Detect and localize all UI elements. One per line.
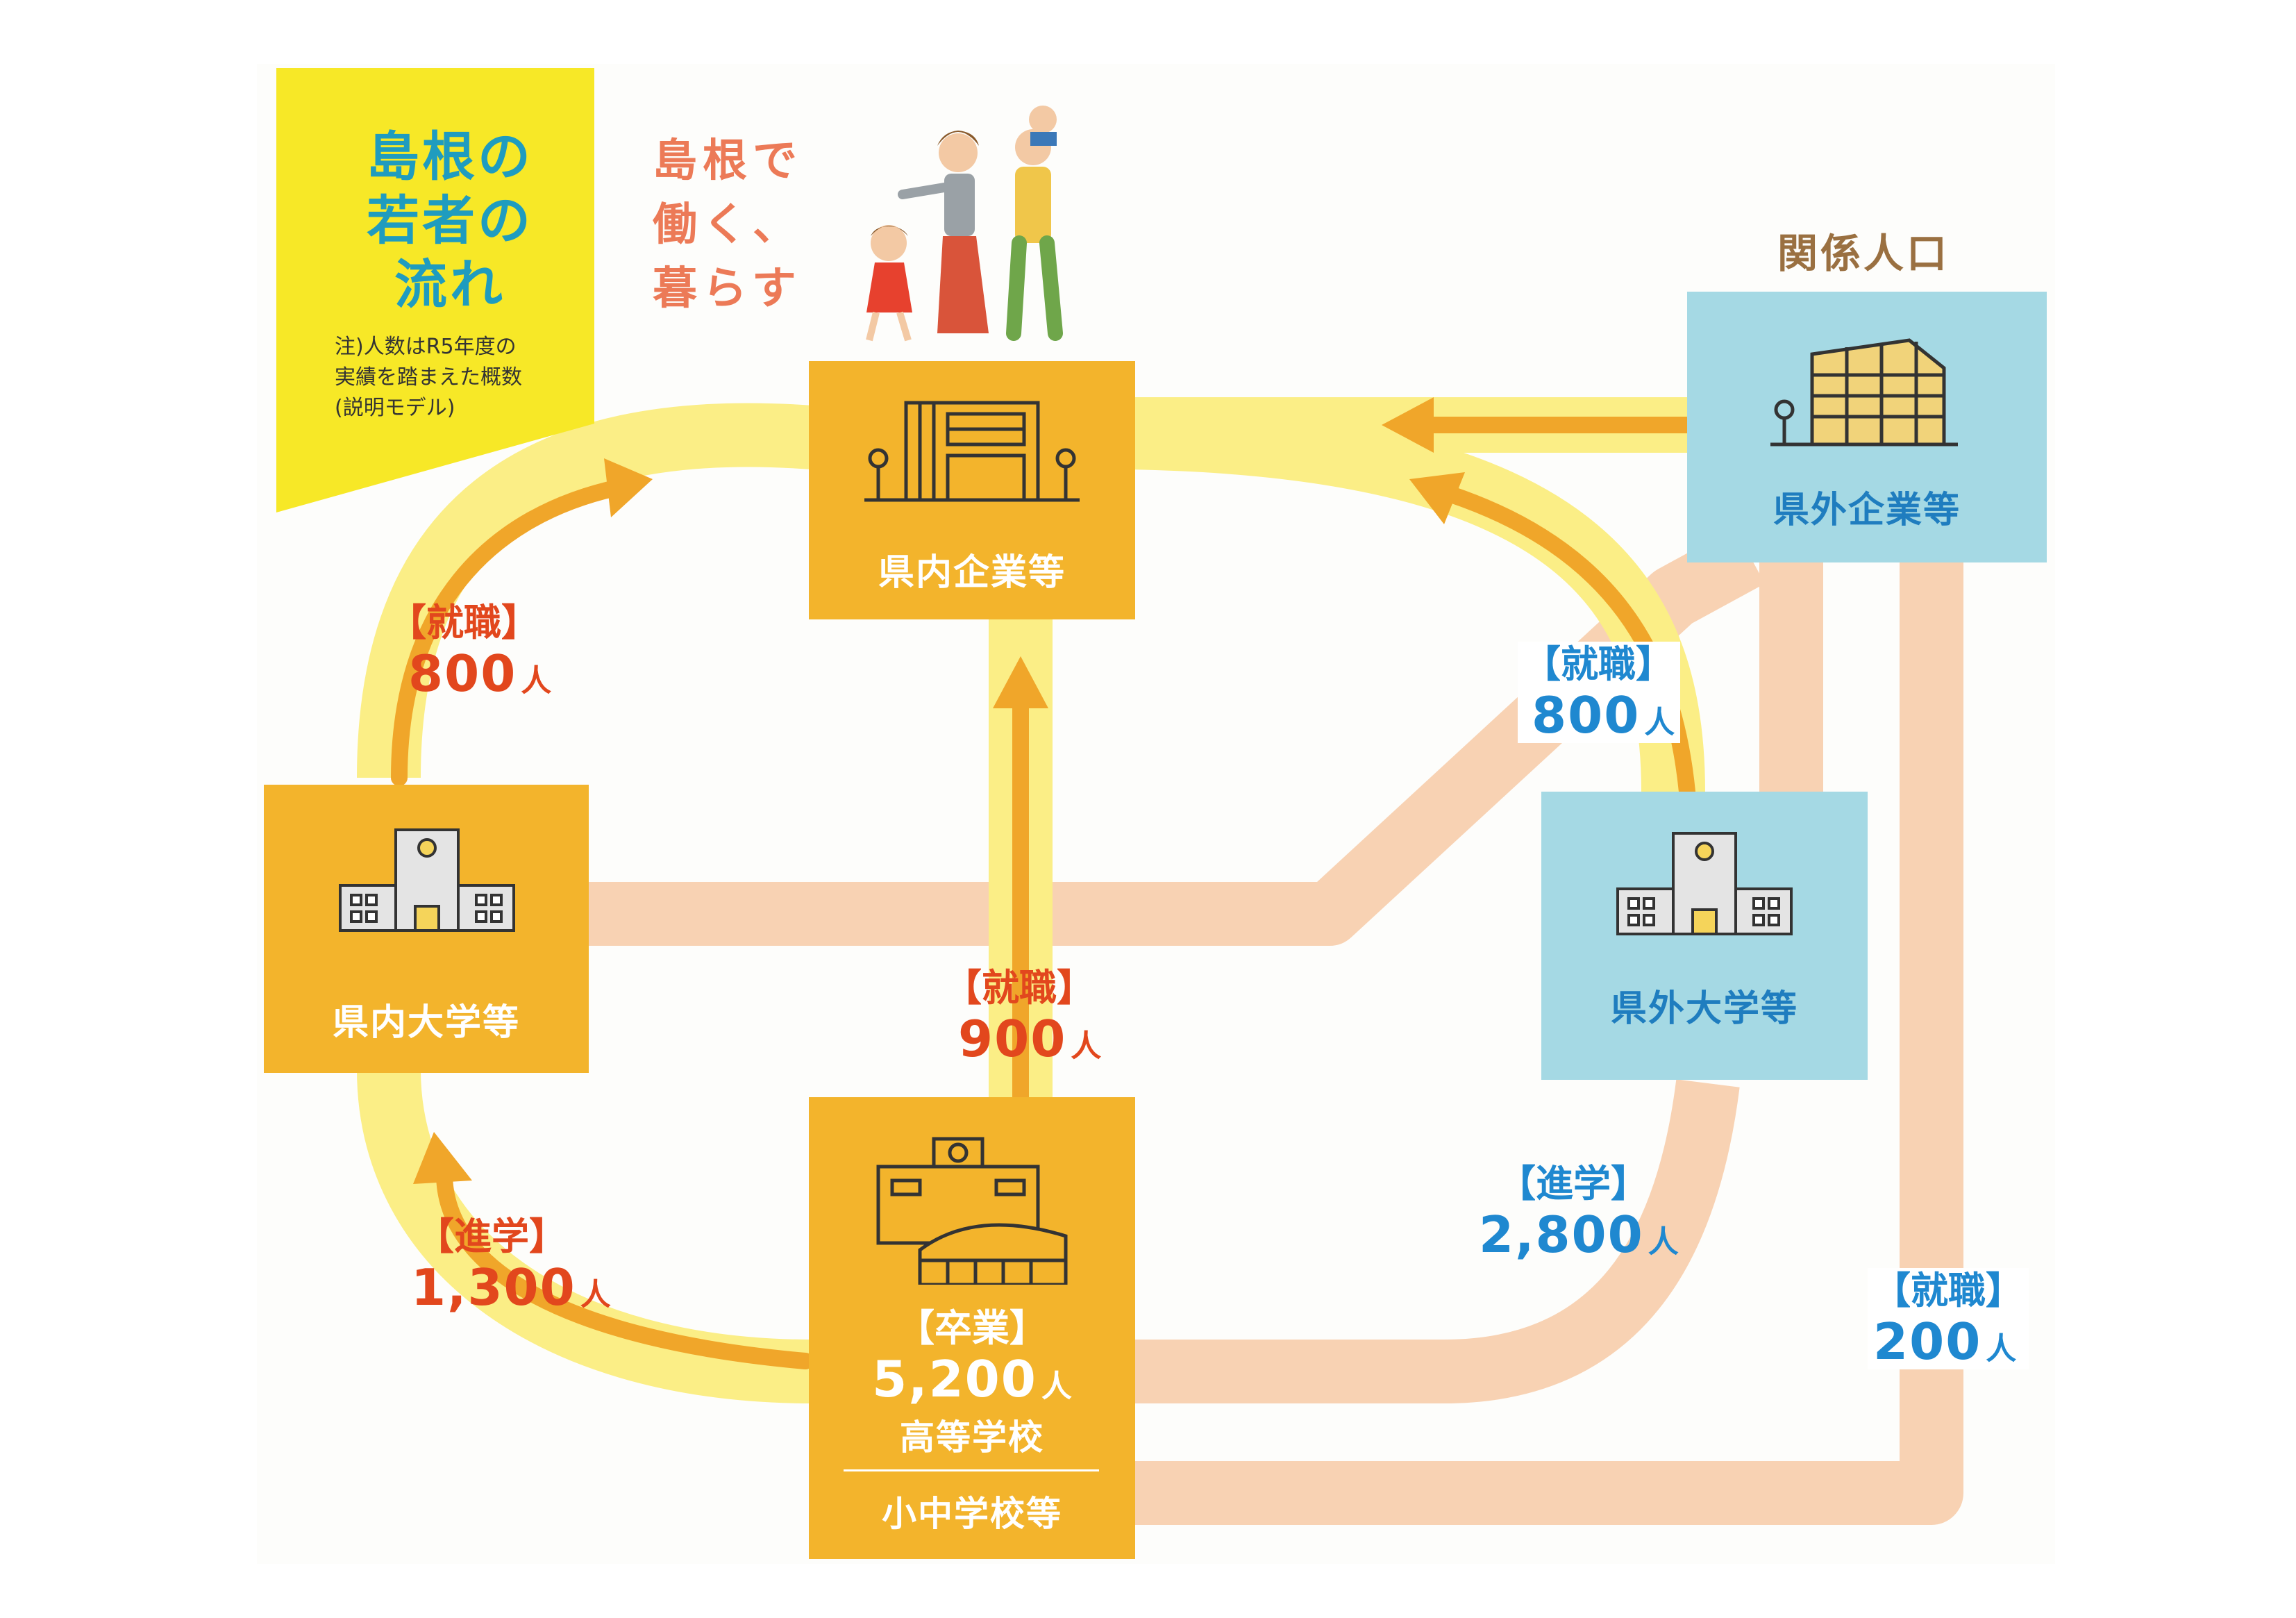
arrow-shaft-highschool-to-in-univ [436,1165,814,1369]
out-pref-company-label: 県外企業等 [1773,490,1961,531]
path-loop-left-upper [357,403,815,778]
arrow-head-in-univ-to-company [604,458,653,517]
flow-category: 【就職】 [944,966,1094,1010]
path-graduates-to-out-company [1111,556,1963,1525]
node-out-pref-company: 県外企業等 [1687,292,2047,562]
node-in-pref-company: 県内企業等 [809,361,1135,619]
node-in-pref-university: 県内大学等 [264,785,589,1073]
flow-value: 800 [1532,686,1641,744]
node-out-pref-university: 県外大学等 [1541,792,1868,1080]
path-in-univ-to-out-company [583,527,1766,946]
flow-unit: 人 [1986,1331,2017,1367]
flow-category: 【就職】 [389,601,539,644]
flow-value: 200 [1873,1312,1982,1371]
elementary-middle-label: 小中学校等 [882,1494,1062,1534]
flow-category: 【就職】 [1523,642,1673,686]
family-walking-illustration [866,106,1063,342]
flow-value: 1,300 [411,1258,576,1317]
university-clocktower-icon [1616,832,1793,935]
flow-category: 【進学】 [1498,1162,1648,1206]
diagram-title: 島根の 若者の 流れ [346,125,554,317]
slogan-line-1: 島根で [653,135,803,187]
flow-value: 2,800 [1479,1206,1644,1264]
divider-line [844,1469,1099,1471]
glass-office-building-icon [1770,338,1958,447]
note-line-3: (説明モデル) [335,396,455,420]
flow-category: 【就職】 [1873,1269,2023,1312]
in-pref-university-label: 県内大学等 [332,1002,520,1044]
arrow-head-out-company-to-in-company [1382,397,1434,453]
slogan-line-3: 暮らす [653,263,802,315]
note-line-2: 実績を踏まえた概数 [335,365,522,390]
flow-unit: 人 [1071,1028,1102,1064]
out-pref-university-label: 県外大学等 [1610,988,1798,1030]
arrow-shaft-in-univ-to-company [391,478,633,786]
title-note: 注)人数はR5年度の 実績を踏まえた概数 (説明モデル) [335,332,543,424]
flow-value: 900 [958,1010,1067,1068]
graduation-unit: 人 [1041,1369,1072,1404]
slogan: 島根で 働く、 暮らす [653,129,812,321]
arrow-head-highschool-to-in-univ [413,1132,472,1184]
high-school-label: 高等学校 [900,1417,1044,1458]
path-loop-left-lower [357,1069,813,1403]
university-clocktower-icon [339,828,515,932]
slogan-line-2: 働く、 [653,199,803,251]
graduation-value: 5,200 [872,1350,1037,1408]
office-building-icon [864,401,1080,502]
flow-unit: 人 [1644,705,1675,740]
title-card [276,68,594,512]
arrow-head-out-univ-to-company [1409,472,1465,524]
flow-unit: 人 [1648,1224,1679,1260]
flow-value: 800 [408,644,517,703]
flow-unit: 人 [580,1277,611,1312]
arrow-head-highschool-to-company [993,656,1048,708]
related-population-label: 関係人口 [1777,230,1950,277]
note-line-1: 注)人数はR5年度の [335,335,517,359]
path-graduates-to-out-univ [1111,1079,1740,1403]
school-gymnasium-icon [876,1137,1068,1285]
title-line-3: 流れ [394,253,505,315]
flow-unit: 人 [521,663,552,699]
title-line-2: 若者の [367,190,533,251]
flow-category: 【進学】 [417,1215,567,1258]
title-line-1: 島根の [367,126,533,187]
graduation-category: 【卒業】 [897,1306,1047,1350]
in-pref-company-label: 県内企業等 [878,552,1066,594]
